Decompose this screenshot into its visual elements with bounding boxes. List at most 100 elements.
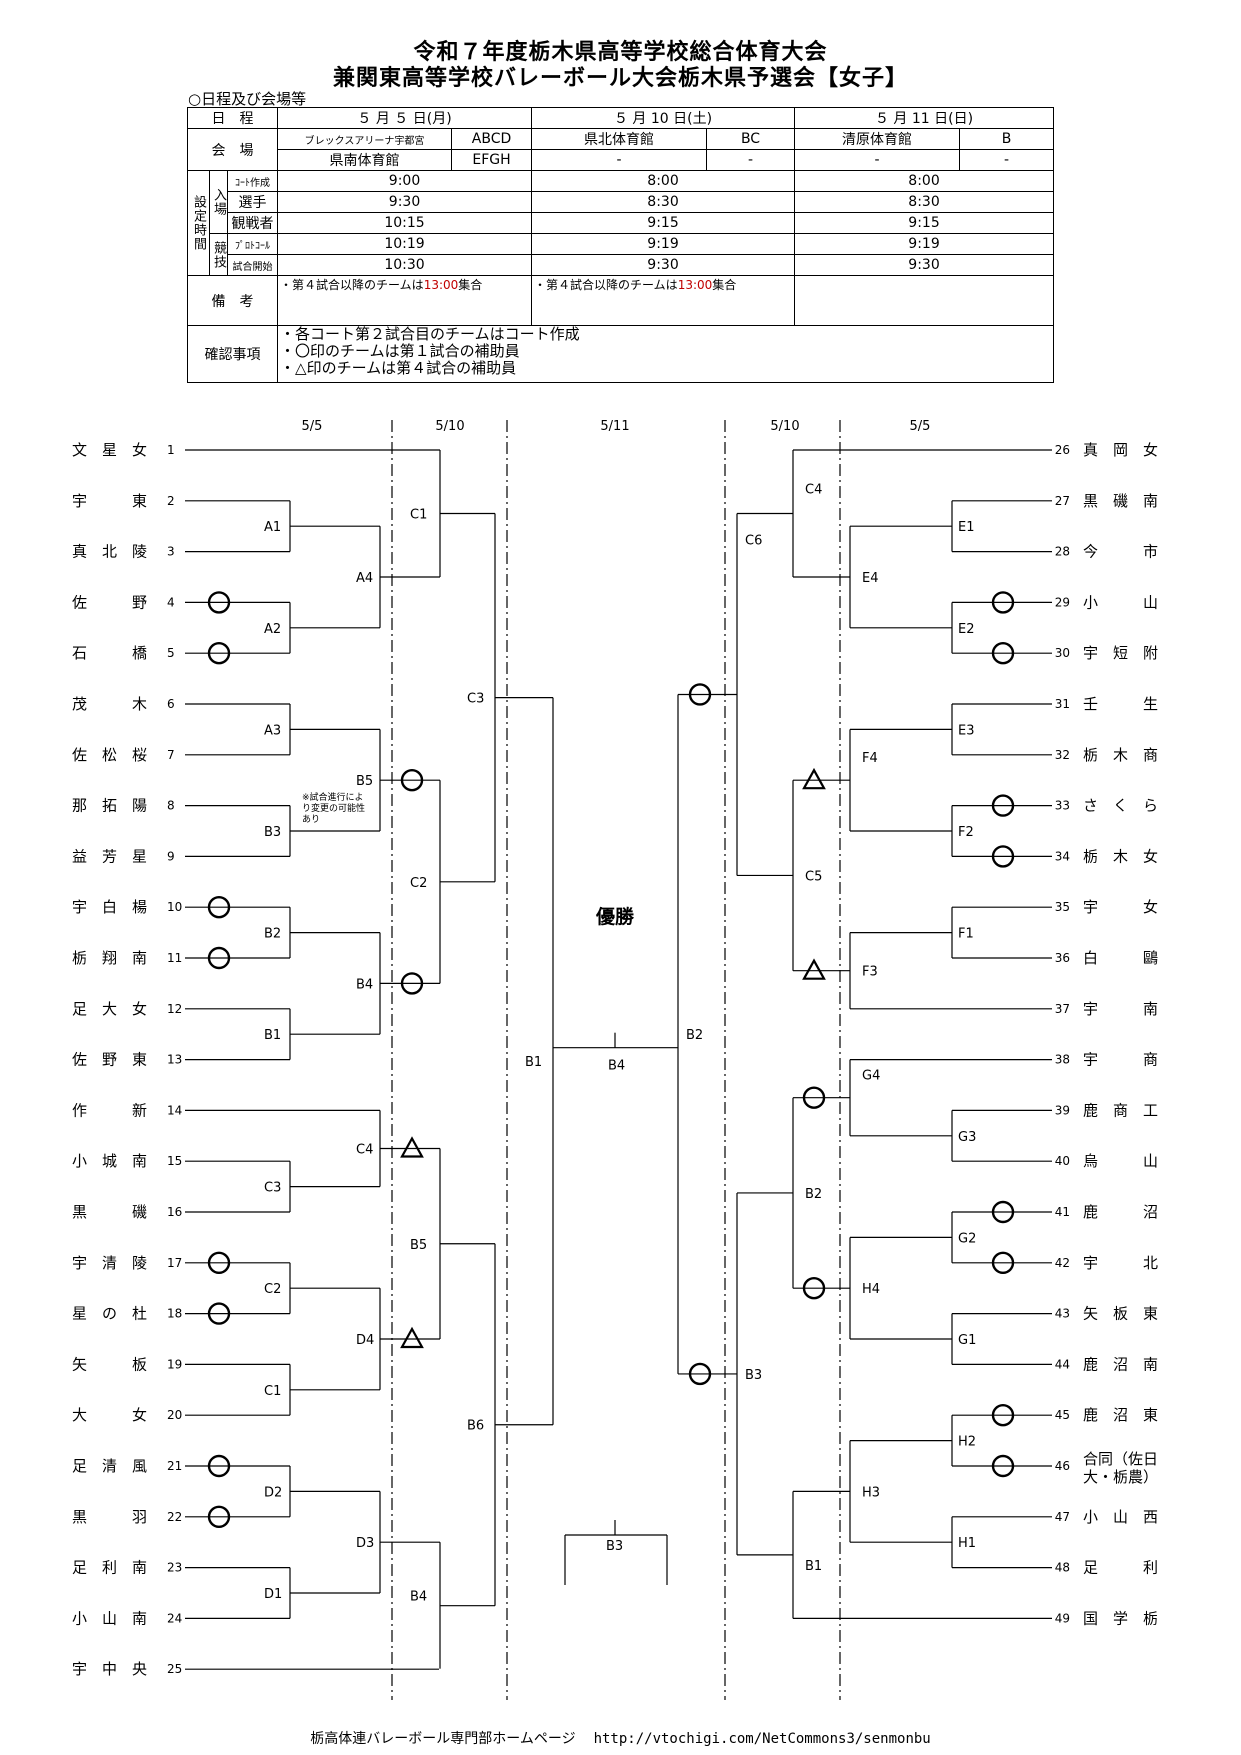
b5-note: あり [302,814,320,825]
title-line-2: 兼関東高等学校バレーボール大会栃木県予選会【女子】 [332,66,908,91]
right-team-name: さ く ら [1083,797,1158,815]
right-team-name: 黒 磯 南 [1083,492,1158,510]
game-label-A2: A2 [264,622,281,637]
helper-triangle-icon [802,767,826,790]
left-team-name: 大 女 [72,1406,147,1424]
left-team-seed: 11 [167,951,182,965]
schedule-table: 日 程 ５ 月 ５ 日(月) ５ 月 10 日(土) ５ 月 11 日(日) 会… [186,107,1055,383]
left-team-seed: 5 [167,646,175,660]
helper-circle-icon [991,1403,1015,1427]
confirm-item-3: ・△印のチームは第４試合の補助員 [280,359,517,377]
game-label-H2: H2 [958,1435,976,1450]
schedule-heading: ○日程及び会場等 [188,90,307,108]
helper-circle-icon [207,1302,231,1325]
right-team-seed: 32 [1055,748,1070,762]
helper-circle-icon [207,896,231,919]
game-label-B3: B3 [745,1368,762,1383]
right-team-name: 栃 木 商 [1083,746,1158,764]
game-label-C3: C3 [264,1181,281,1196]
entry-label: 入場 [209,170,228,234]
left-team-seed: 8 [167,799,175,813]
game-label-B5: B5 [356,774,373,789]
right-team-seed: 46 [1055,1459,1070,1473]
right-team-seed: 26 [1055,443,1070,457]
right-team-name: 宇 商 [1083,1051,1158,1069]
left-team-name: 星 の 杜 [72,1305,147,1323]
right-team-name: 真 岡 女 [1083,441,1158,459]
helper-circle-icon [688,1362,712,1386]
game-label-C4: C4 [356,1143,373,1158]
game-label-B1: B1 [264,1028,281,1043]
right-team-seed: 38 [1055,1053,1070,1067]
time-d1-viewer: 10:15 [277,212,533,234]
helper-circle-icon [802,1086,826,1109]
game-label-E1: E1 [958,520,975,535]
right-team-seed: 44 [1055,1357,1070,1371]
left-team-seed: 24 [167,1611,182,1625]
footer-url[interactable]: http://vtochigi.com/NetCommons3/senmonbu [593,1731,931,1747]
left-team-seed: 16 [167,1205,182,1219]
right-team-seed: 48 [1055,1561,1070,1575]
left-team-seed: 3 [167,545,175,559]
left-team-name: 益 芳 星 [72,847,147,865]
left-team-name: 宇 清 陵 [72,1254,147,1272]
left-team-seed: 10 [167,900,182,914]
game-label-G2: G2 [958,1231,976,1246]
game-label-A4: A4 [356,571,373,586]
right-team-name: 大・栃農） [1083,1468,1158,1486]
right-team-name: 足 利 [1083,1559,1158,1577]
day3-header: ５ 月 11 日(日) [794,107,1055,129]
game-label-D2: D2 [264,1485,282,1500]
right-team-name: 鹿 沼 東 [1083,1406,1158,1424]
game-label-B2: B2 [264,927,281,942]
helper-circle-icon [207,591,231,614]
game-label-G4: G4 [862,1069,880,1084]
right-team-name: 宇 女 [1083,898,1158,916]
game-label-D1: D1 [264,1587,282,1602]
left-team-name: 佐 松 桜 [72,746,147,764]
right-team-seed: 45 [1055,1408,1070,1422]
left-team-seed: 9 [167,849,175,863]
game-label-B5: B5 [410,1238,427,1253]
left-team-seed: 4 [167,595,175,609]
game-label-B2: B2 [805,1187,822,1202]
right-team-seed: 31 [1055,697,1070,711]
left-team-name: 茂 木 [72,695,147,713]
game-label-F1: F1 [958,927,974,942]
confirm-item-2: ・〇印のチームは第１試合の補助員 [280,342,520,360]
left-team-seed: 20 [167,1408,182,1422]
remarks-day1: ・第４試合以降のチームは13:00集合 [277,275,533,326]
helper-circle-icon [991,1251,1015,1275]
game-label-C2: C2 [410,876,427,891]
right-team-seed: 35 [1055,900,1070,914]
helper-circle-icon [207,1505,231,1529]
helper-circle-icon [207,1251,231,1275]
right-team-name: 鹿 沼 [1083,1203,1158,1221]
game-label-D3: D3 [356,1536,374,1551]
remarks-day2: ・第４試合以降のチームは13:00集合 [531,275,796,326]
right-team-seed: 42 [1055,1256,1070,1270]
player-label: 選手 [226,191,279,213]
helper-circle-icon [688,683,712,706]
game-label-G1: G1 [958,1333,976,1348]
left-team-seed: 21 [167,1459,182,1473]
helper-circle-icon [207,946,231,970]
right-team-seed: 37 [1055,1002,1070,1016]
right-team-seed: 27 [1055,494,1070,508]
right-team-name: 鹿 沼 南 [1083,1355,1158,1373]
helper-circle-icon [991,1200,1015,1224]
left-team-seed: 13 [167,1053,182,1067]
left-team-seed: 18 [167,1307,182,1321]
game-label-C1: C1 [410,508,427,523]
column-date-4: 5/5 [910,419,931,434]
left-team-name: 足 清 風 [72,1457,147,1475]
champion-label: 優勝 [595,905,635,928]
right-team-seed: 47 [1055,1510,1070,1524]
left-team-seed: 22 [167,1510,182,1524]
left-team-name: 佐 野 東 [72,1051,147,1069]
left-team-seed: 25 [167,1662,182,1676]
right-team-name: 宇 北 [1083,1254,1158,1272]
helper-circle-icon [991,591,1015,614]
right-team-seed: 34 [1055,849,1070,863]
